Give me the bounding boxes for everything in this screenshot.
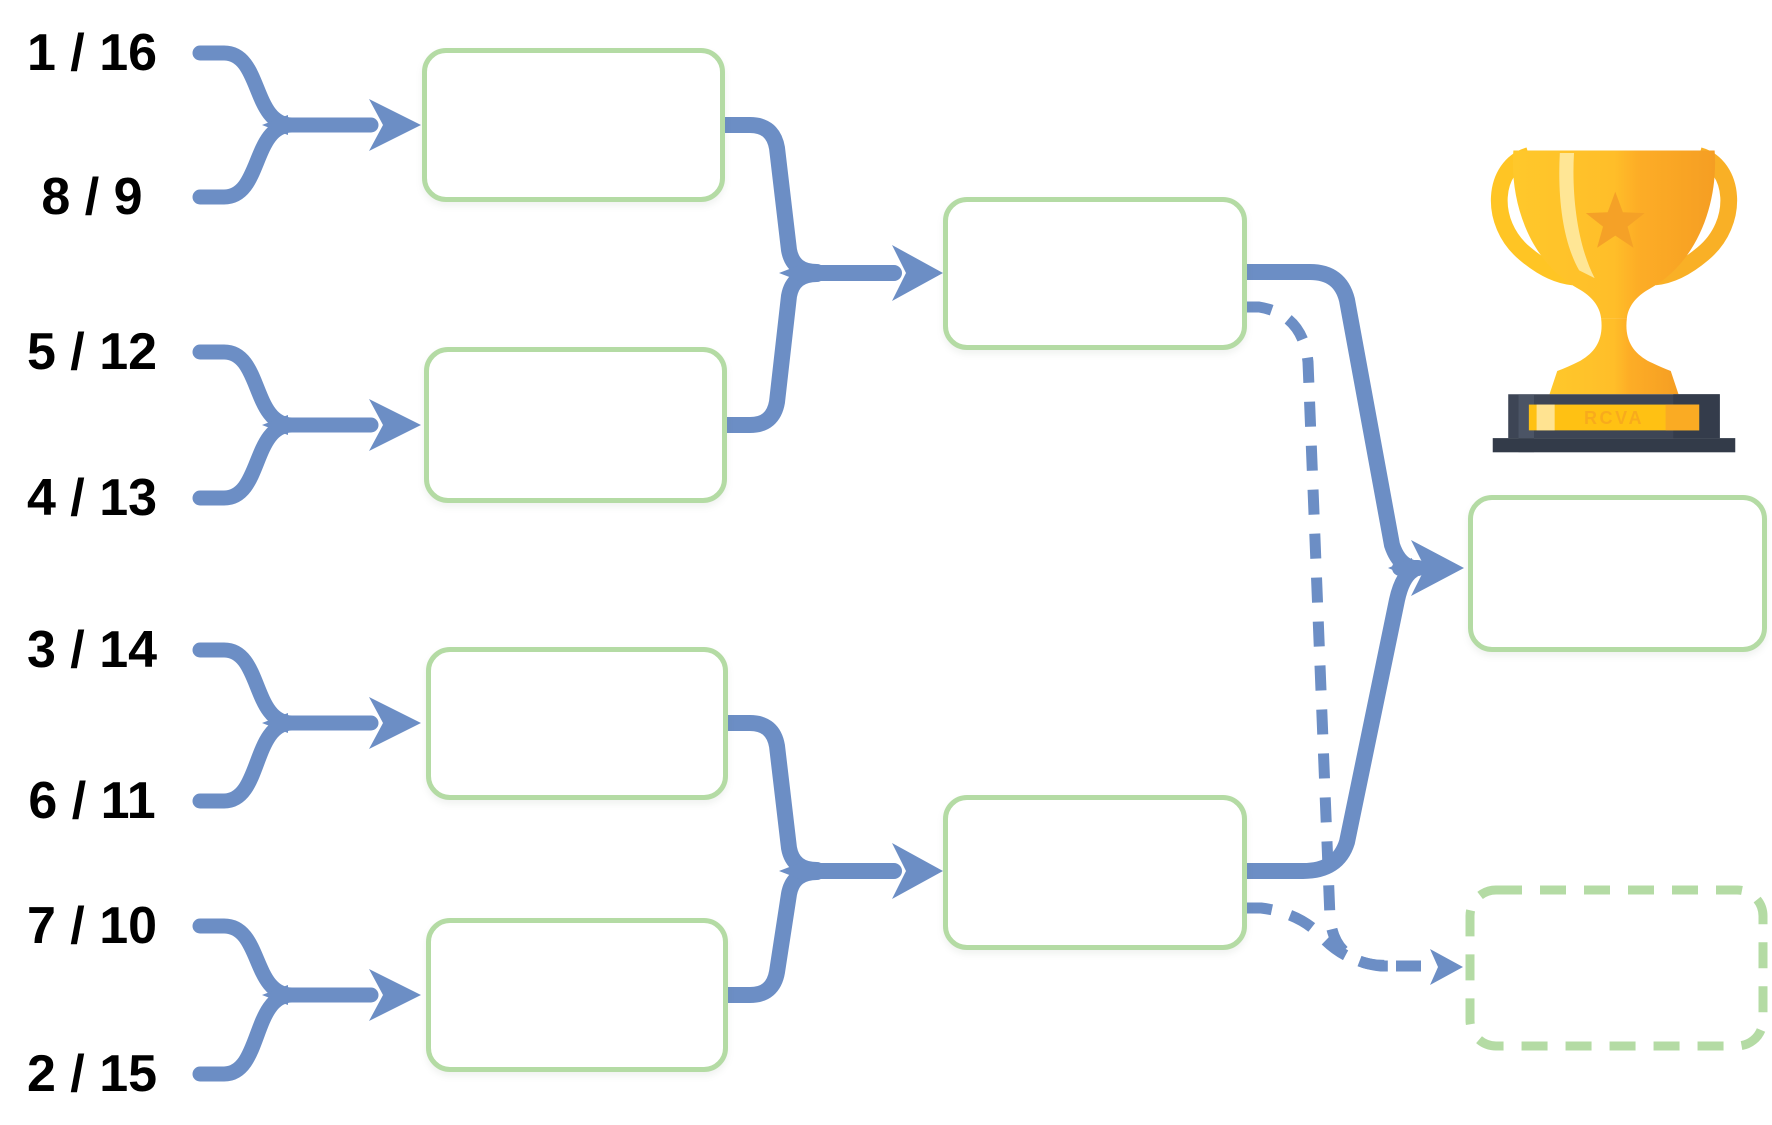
seed-label-7-10: 7 / 10: [26, 897, 158, 955]
semifinal-1-box[interactable]: [943, 197, 1247, 350]
trophy-icon: RCVA: [1490, 147, 1738, 453]
merge-notch-sf2: [779, 861, 805, 881]
merge-notch-sf1: [779, 263, 805, 283]
connector-seed-7-10: [192, 918, 300, 1003]
merge-notch-r16-4: [262, 985, 288, 1005]
connector-seed-4-13: [192, 417, 300, 506]
connector-sf1-final: [1239, 264, 1418, 575]
connector-qf4-sf2: [720, 864, 825, 1003]
trophy-plaque-highlight: [1536, 404, 1555, 431]
trophy-highlight: [1559, 153, 1595, 279]
seed-label-2-15: 2 / 15: [26, 1045, 158, 1103]
merge-notch-r16-1: [262, 115, 288, 135]
connector-seed-8-9: [192, 117, 300, 205]
trophy-base-lower: [1492, 438, 1736, 453]
third-place-box[interactable]: [1465, 885, 1768, 1051]
trophy-stem: [1549, 318, 1679, 395]
trophy-plaque-text: RCVA: [1584, 408, 1644, 428]
trophy-right-handle: [1654, 147, 1738, 286]
arrowhead-sf2: [892, 843, 943, 899]
connector-sf2-loser-dashed: [1247, 902, 1396, 972]
seed-label-4-13: 4 / 13: [26, 469, 158, 527]
connector-qf2-sf1: [717, 266, 825, 433]
merge-notch-r16-2: [262, 415, 288, 435]
trophy-plaque-shade: [1665, 404, 1700, 431]
arrowhead-r16-1: [369, 99, 421, 151]
quarterfinal-2-box[interactable]: [424, 347, 727, 503]
merge-notch-r16-3: [262, 713, 288, 733]
connector-seed-3-14: [192, 642, 300, 731]
seed-label-5-12: 5 / 12: [26, 323, 158, 381]
star-icon: [1585, 191, 1645, 248]
arrowhead-r16-2: [369, 399, 421, 451]
seed-label-8-9: 8 / 9: [41, 168, 143, 226]
quarterfinal-3-box[interactable]: [426, 647, 728, 800]
connector-qf3-sf2: [720, 715, 825, 878]
arrowhead-r16-4: [369, 969, 421, 1021]
connector-seed-2-15: [192, 987, 300, 1082]
quarterfinal-1-box[interactable]: [422, 48, 725, 202]
quarterfinal-4-box[interactable]: [426, 918, 728, 1072]
arrowhead-sf1: [892, 245, 943, 301]
connector-seed-1-16: [192, 45, 300, 133]
final-box[interactable]: [1468, 495, 1767, 652]
third-place-box-outline: [1465, 885, 1768, 1051]
arrowhead-final: [1411, 540, 1464, 596]
seed-label-6-11: 6 / 11: [28, 772, 156, 830]
connector-seed-5-12: [192, 344, 300, 433]
seed-label-3-14: 3 / 14: [26, 621, 158, 679]
semifinal-2-box[interactable]: [943, 795, 1247, 950]
merge-notch-final: [1388, 558, 1412, 578]
connector-sf2-final: [1239, 562, 1421, 879]
connector-sf1-loser-dashed: [1247, 301, 1397, 972]
trophy-left-handle: [1490, 147, 1574, 286]
seed-label-1-16: 1 / 16: [26, 24, 158, 82]
connector-qf1-sf1: [717, 117, 825, 280]
connector-seed-6-11: [192, 715, 300, 809]
arrowhead-r16-3: [369, 697, 421, 749]
arrowhead-third-place: [1430, 949, 1463, 985]
